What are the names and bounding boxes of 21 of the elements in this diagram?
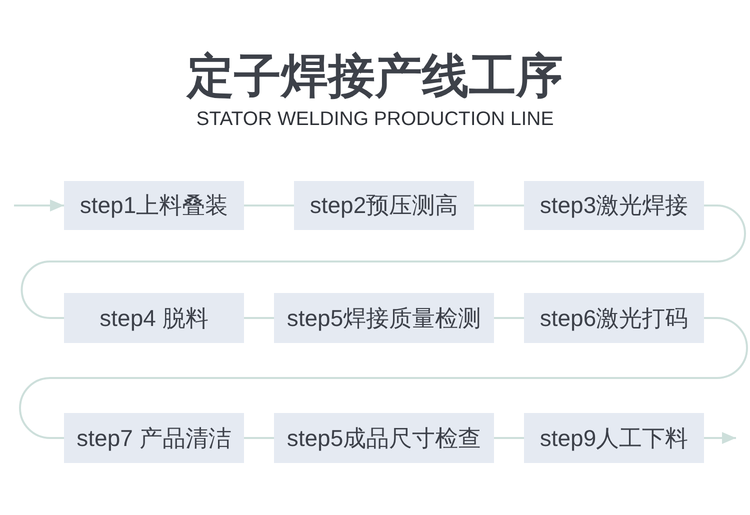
- process-box: step4 脱料: [64, 293, 244, 343]
- arrow: [704, 432, 736, 444]
- process-box: step5成品尺寸检查: [274, 413, 494, 463]
- connector-line: [19, 317, 748, 439]
- connector-line: [494, 317, 524, 319]
- connector-line: [494, 437, 524, 439]
- arrow: [14, 200, 64, 212]
- process-box: step6激光打码: [524, 293, 704, 343]
- connector-line: [244, 317, 274, 319]
- process-box: step2预压测高: [294, 181, 474, 230]
- connector-line: [244, 204, 294, 206]
- process-box: step5焊接质量检测: [274, 293, 494, 343]
- process-box: step3激光焊接: [524, 181, 704, 230]
- connector-line: [244, 437, 274, 439]
- process-box: step1上料叠装: [64, 181, 244, 230]
- connector-line: [474, 204, 524, 206]
- title: 定子焊接产线工序: [187, 52, 563, 99]
- connector-line: [21, 204, 746, 319]
- subtitle: STATOR WELDING PRODUCTION LINE: [196, 110, 554, 130]
- process-box: step7 产品清洁: [64, 413, 244, 463]
- process-box: step9人工下料: [524, 413, 704, 463]
